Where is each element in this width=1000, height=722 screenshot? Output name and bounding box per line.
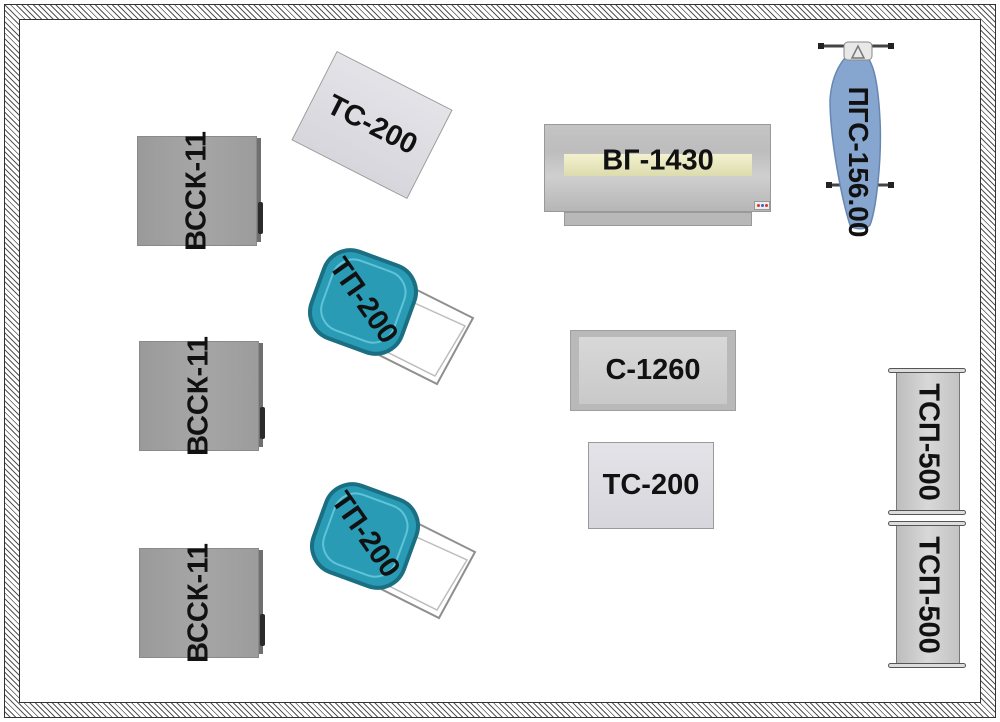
ironing-board-pgs-156[interactable]: ПГС-156.00 — [818, 40, 898, 237]
ironing-board-icon — [818, 41, 894, 230]
rack-rod — [888, 663, 966, 668]
press-label: С-1260 — [605, 354, 701, 386]
rack-body — [896, 371, 960, 512]
table-ts-200-bottom[interactable]: ТС-200 — [588, 442, 714, 529]
rack-label: ТСП-500 — [912, 383, 945, 501]
board-label: ПГС-156.00 — [843, 86, 874, 238]
machine-roller — [564, 154, 752, 176]
chair-icon — [310, 482, 477, 620]
rack-tsp-500-top[interactable]: ТСП-500 — [888, 367, 966, 517]
chair-tp-200-bottom[interactable]: ТП-200 — [307, 480, 487, 630]
press-plate: С-1260 — [579, 337, 727, 404]
press-s-1260[interactable]: С-1260 — [570, 330, 736, 411]
cabinet-handle — [258, 202, 263, 234]
cabinet-label: ВССК-11 — [182, 336, 215, 456]
rack-tsp-500-bottom[interactable]: ТСП-500 — [888, 520, 966, 670]
machine-base — [564, 212, 752, 226]
rack-body — [896, 524, 960, 665]
table-label: ТС-200 — [602, 469, 700, 501]
cabinet-label: ВССК-11 — [182, 543, 215, 663]
rack-label: ТСП-500 — [912, 536, 945, 654]
cabinet-side — [257, 138, 261, 242]
rack-rod — [888, 368, 966, 373]
cabinet-label: ВССК-11 — [180, 131, 213, 251]
cabinet-vssk-1[interactable]: ВССК-11 — [137, 131, 263, 251]
table-label: ТС-200 — [321, 88, 423, 161]
control-panel-icon — [754, 201, 770, 210]
machine-label: ВГ-1430 — [602, 144, 714, 177]
cabinet-body — [137, 136, 257, 246]
cabinet-vssk-2[interactable]: ВССК-11 — [139, 336, 265, 456]
cabinet-body — [139, 548, 259, 658]
chair-tp-200-top[interactable]: ТП-200 — [305, 246, 485, 396]
cabinet-vssk-3[interactable]: ВССК-11 — [139, 543, 265, 663]
cabinet-handle — [260, 614, 265, 646]
chair-icon — [308, 248, 475, 386]
rack-rod — [888, 510, 966, 515]
cabinet-body — [139, 341, 259, 451]
cabinet-side — [259, 343, 263, 447]
ironing-machine-vg-1430[interactable]: ВГ-1430 — [544, 124, 771, 227]
cabinet-side — [259, 550, 263, 654]
cabinet-handle — [260, 407, 265, 439]
rack-rod — [888, 521, 966, 526]
